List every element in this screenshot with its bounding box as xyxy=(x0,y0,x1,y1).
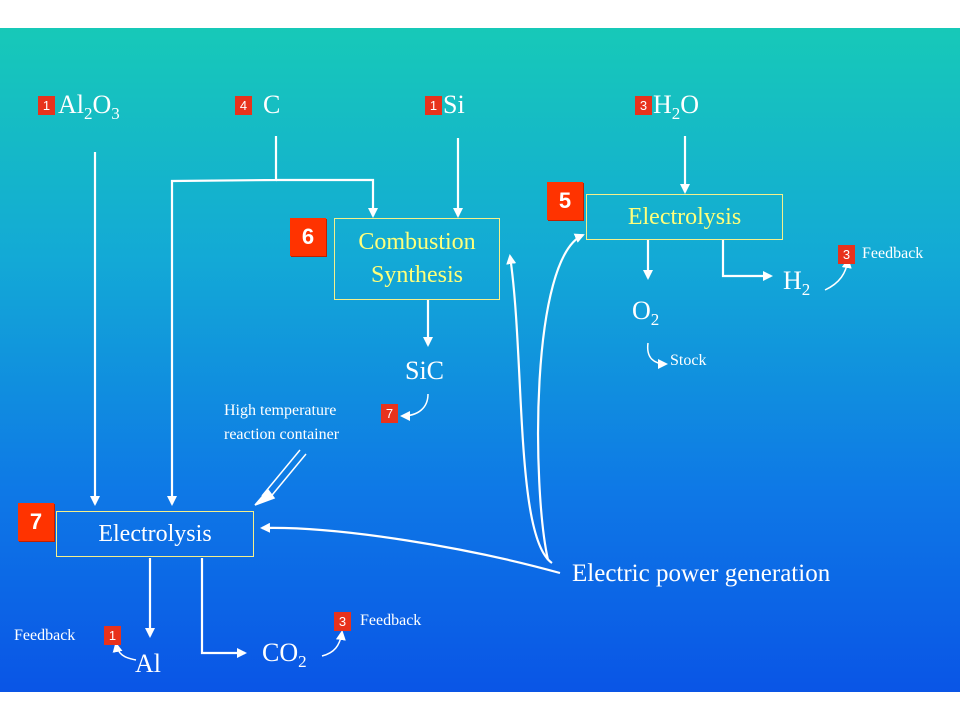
al-electrolysis-box: Electrolysis xyxy=(56,511,254,557)
sic-label: SiC xyxy=(405,356,445,385)
water-electrolysis-box: Electrolysis xyxy=(586,194,783,240)
container-line2: reaction container xyxy=(224,426,340,443)
arrow-al-feedback xyxy=(112,642,137,661)
arrow-electrolysis-to-co2 xyxy=(200,558,247,658)
h2-feedback-badge: 3 xyxy=(838,245,855,264)
flow-arrows xyxy=(90,136,852,661)
arrow-sic-container xyxy=(400,393,429,421)
step-number-water-electrolysis: 5 xyxy=(547,182,583,220)
slide-canvas: 1 Al2O3 4 C 1 Si 3 H2O 6 Combustion Synt… xyxy=(0,28,960,692)
combustion-line2: Synthesis xyxy=(370,262,463,288)
container-line1: High temperature xyxy=(224,402,337,419)
water-electrolysis-label: Electrolysis xyxy=(627,203,742,230)
co2-feedback-badge: 3 xyxy=(334,612,351,631)
si-badge: 1 xyxy=(425,96,442,115)
o2-label: O2 xyxy=(632,296,660,329)
al2o3-badge: 1 xyxy=(38,96,55,115)
arrow-power-to-combustion xyxy=(506,254,553,564)
arrow-power-to-al-electrolysis xyxy=(260,522,561,575)
h2o-badge: 3 xyxy=(635,96,652,115)
arrow-electrolysis-to-h2 xyxy=(721,240,773,281)
al-electrolysis-label: Electrolysis xyxy=(98,520,212,547)
al-feedback-badge: 1 xyxy=(104,626,121,645)
al2o3-label: Al2O3 xyxy=(58,90,120,123)
sic-container-badge: 7 xyxy=(381,404,398,423)
power-generation-label: Electric power generation xyxy=(572,560,831,587)
combustion-line1: Combustion xyxy=(358,229,476,255)
al-feedback-label: Feedback xyxy=(14,627,76,644)
c-label: C xyxy=(263,90,281,119)
arrow-h2-feedback xyxy=(824,258,852,291)
co2-feedback-label: Feedback xyxy=(360,612,422,629)
h2-feedback-label: Feedback xyxy=(862,245,924,262)
al-label: Al xyxy=(135,649,161,678)
si-label: Si xyxy=(443,90,465,119)
arrow-o2-stock xyxy=(646,342,668,369)
combustion-synthesis-box: Combustion Synthesis xyxy=(334,218,500,300)
arrow-co2-feedback xyxy=(321,630,346,657)
h2-label: H2 xyxy=(783,266,811,299)
arrow-power-to-water-electrolysis xyxy=(537,233,585,561)
stock-label: Stock xyxy=(670,352,707,369)
step-number-combustion: 6 xyxy=(290,218,326,256)
arrow-c-to-electrolysis xyxy=(167,136,278,506)
c-badge: 4 xyxy=(235,96,252,115)
arrow-c-to-combustion xyxy=(276,178,378,218)
h2o-label: H2O xyxy=(653,90,700,123)
step-number-al-electrolysis: 7 xyxy=(18,503,54,541)
co2-label: CO2 xyxy=(262,638,307,671)
arrow-container-to-electrolysis xyxy=(254,449,307,506)
